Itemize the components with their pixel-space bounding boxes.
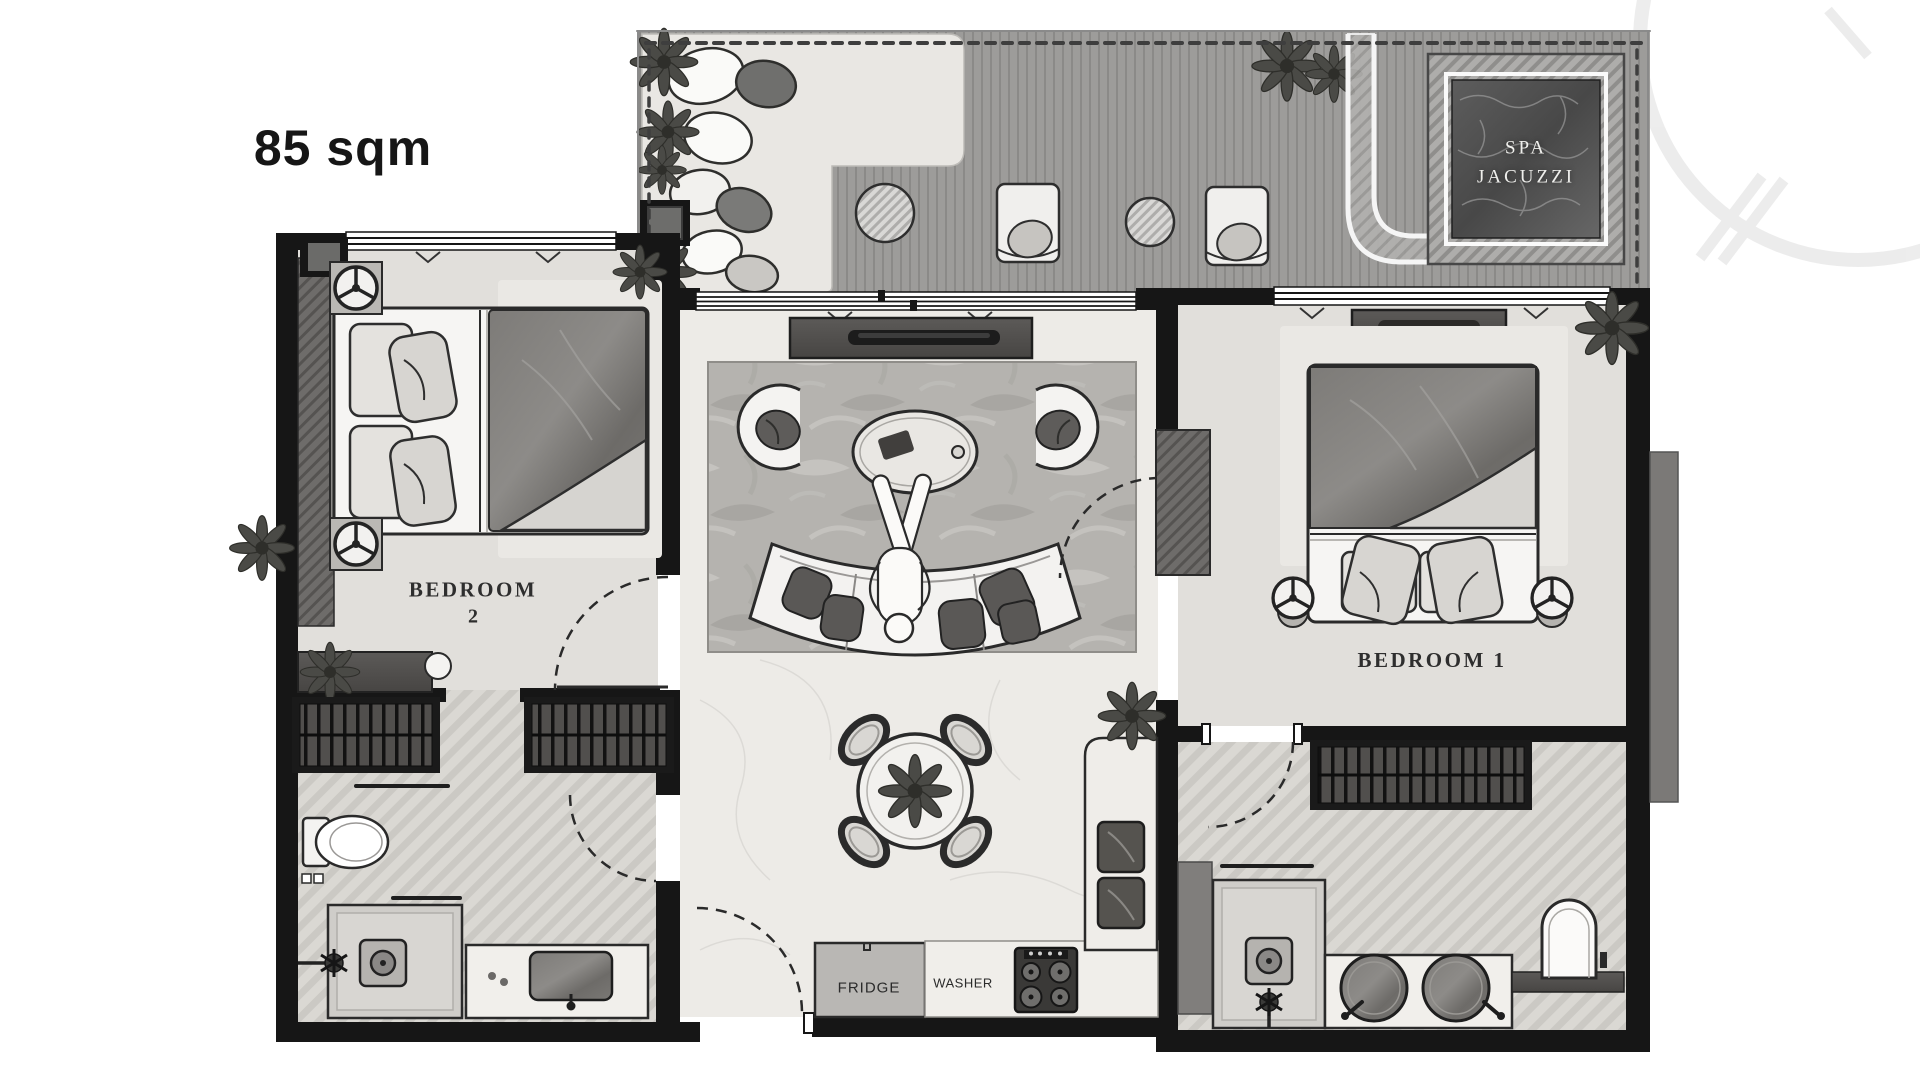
armchair-right bbox=[1035, 383, 1100, 471]
ball-lamp bbox=[1271, 576, 1315, 628]
door-swing-bathroom1 bbox=[1207, 741, 1295, 829]
shower bbox=[1211, 878, 1327, 1030]
duvet-fold bbox=[1389, 445, 1538, 530]
person-lying bbox=[868, 473, 932, 644]
water-texture bbox=[1457, 94, 1589, 217]
column bbox=[300, 237, 348, 277]
deck-chair bbox=[995, 182, 1061, 264]
coffee-table bbox=[851, 409, 979, 495]
deck-chair bbox=[1204, 185, 1270, 267]
bedroom1 bbox=[1155, 290, 1679, 803]
dining-set bbox=[833, 709, 997, 873]
window-bedroom2 bbox=[345, 231, 617, 251]
closets bbox=[292, 697, 1532, 810]
double-vanity bbox=[1323, 953, 1514, 1030]
wardrobe-unit bbox=[292, 697, 440, 773]
toilet bbox=[301, 814, 390, 884]
spa-jacuzzi bbox=[1426, 52, 1626, 266]
bed-bedroom1 bbox=[1306, 363, 1540, 626]
pillows bbox=[348, 322, 458, 527]
door-swing-bedroom1-entry bbox=[1058, 476, 1161, 579]
plant-icon bbox=[629, 27, 699, 97]
door-swing-bedroom2 bbox=[553, 575, 669, 691]
fridge bbox=[813, 941, 927, 1019]
toilet bbox=[1540, 898, 1607, 980]
kitchen bbox=[813, 681, 1167, 1019]
pillows bbox=[1340, 534, 1504, 626]
deck-table bbox=[854, 182, 916, 244]
door-swing-entry bbox=[696, 906, 804, 1014]
living-room bbox=[696, 316, 1161, 1014]
nightstand-lamp bbox=[329, 517, 383, 571]
duvet-fold bbox=[497, 437, 648, 532]
open-door-leaf bbox=[1177, 861, 1213, 1015]
wardrobe-unit bbox=[524, 697, 674, 773]
shower-head-icon bbox=[320, 949, 348, 977]
plant-icon bbox=[1574, 290, 1650, 366]
plant-icon bbox=[1097, 681, 1167, 751]
wardrobe-unit bbox=[1310, 740, 1532, 810]
deck-side-table bbox=[1124, 196, 1176, 248]
shower bbox=[298, 903, 464, 1020]
sofa bbox=[748, 473, 1082, 657]
bathroom2 bbox=[298, 784, 657, 1020]
nightstand-lamp bbox=[329, 261, 383, 315]
window-bedroom1 bbox=[1273, 286, 1611, 306]
tv-console bbox=[788, 316, 1034, 360]
wardrobe-strip bbox=[297, 257, 335, 627]
exterior-ledge bbox=[1649, 451, 1679, 803]
ball-lamp bbox=[1530, 576, 1574, 628]
sliding-door-living bbox=[695, 290, 1137, 311]
centerpiece-plant-icon bbox=[877, 753, 953, 829]
stove bbox=[1013, 946, 1079, 1014]
armchair-left bbox=[736, 383, 801, 471]
bathroom1 bbox=[1177, 741, 1625, 1030]
plant-icon bbox=[229, 514, 295, 582]
bed-bedroom2 bbox=[329, 305, 650, 536]
stepping-stones bbox=[667, 46, 798, 294]
bedroom2 bbox=[229, 237, 669, 703]
plant-icon bbox=[612, 244, 668, 300]
vanity bbox=[464, 943, 650, 1020]
sofa-pillows bbox=[781, 566, 1041, 650]
watermark-logo bbox=[1633, 0, 1920, 267]
bench-with-plant bbox=[297, 641, 452, 703]
kitchen-island bbox=[1083, 736, 1159, 952]
door-swing-bathroom2 bbox=[568, 794, 657, 883]
shower-head-icon bbox=[1255, 988, 1283, 1016]
wardrobe-panel bbox=[1155, 429, 1211, 576]
plant-icon bbox=[637, 145, 687, 195]
